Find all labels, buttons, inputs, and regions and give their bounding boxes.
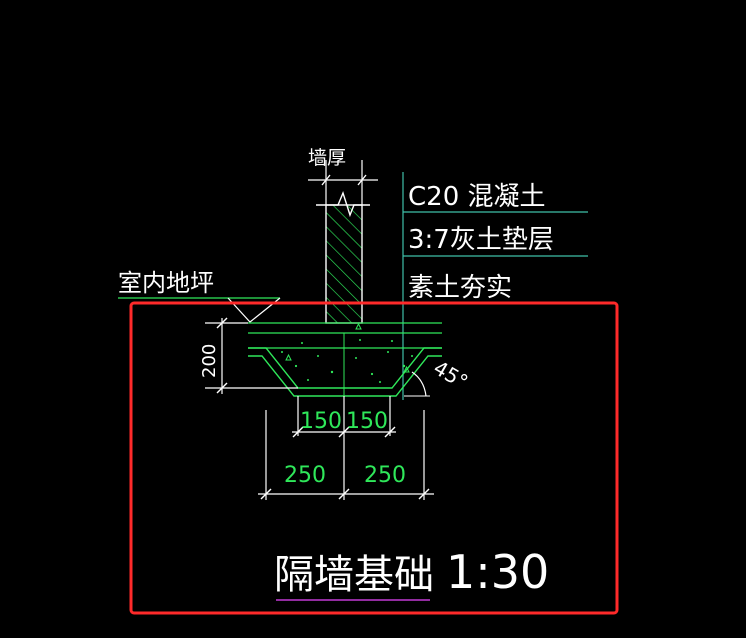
outer-width-left-label: 250 — [284, 463, 326, 488]
highlight-box — [129, 301, 619, 615]
material-c20-label: C20 混凝土 — [408, 182, 546, 212]
outer-width-dimension — [258, 410, 434, 500]
outer-width-right-label: 250 — [364, 463, 406, 488]
material-leader — [402, 172, 588, 400]
foundation-top-layers — [248, 322, 442, 349]
material-lime-soil-label: 3:7灰土垫层 — [408, 225, 554, 255]
wall-thickness-label: 墙厚 — [308, 147, 346, 169]
material-rammed-soil-label: 素土夯实 — [408, 273, 512, 303]
inner-width-left-label: 150 — [300, 409, 342, 434]
foundation-trench — [248, 322, 442, 397]
drawing-scale: 1:30 — [446, 545, 549, 599]
wall-thickness-dimension — [308, 160, 378, 205]
floor-level-marker — [118, 297, 281, 323]
drawing-title: 隔墙基础 — [274, 552, 434, 598]
inner-width-right-label: 150 — [346, 409, 388, 434]
angle-label: 45° — [430, 356, 473, 395]
angle-marker — [404, 371, 430, 397]
height-dimension-label: 200 — [199, 344, 220, 378]
floor-level-label: 室内地坪 — [118, 269, 214, 297]
height-dimension — [205, 317, 298, 394]
inner-width-dimension — [292, 396, 396, 438]
